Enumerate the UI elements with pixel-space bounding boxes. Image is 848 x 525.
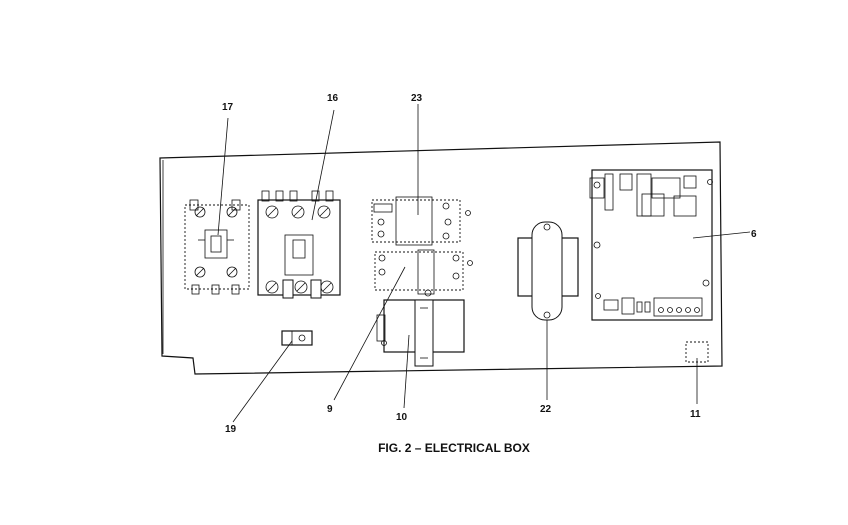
callout-10: 10	[396, 412, 408, 423]
callout-11: 11	[690, 409, 701, 420]
callout-19: 19	[225, 424, 237, 435]
callout-16: 16	[327, 93, 339, 104]
control-board-6	[589, 169, 713, 321]
terminal-19	[281, 330, 313, 346]
figure-caption: FIG. 2 – ELECTRICAL BOX	[378, 441, 530, 455]
panel-outline	[159, 141, 723, 375]
contactor-17	[184, 199, 250, 295]
callout-22: 22	[540, 404, 552, 415]
callout-labels: 17 16 23 6 19 9 10 22 11	[222, 93, 757, 435]
transformer-10	[376, 299, 465, 367]
callout-9: 9	[327, 404, 333, 415]
callout-17: 17	[222, 102, 234, 113]
capacitor-22	[517, 221, 579, 321]
relay-23	[371, 196, 471, 246]
relay-9	[374, 249, 473, 297]
callout-23: 23	[411, 93, 423, 104]
leader-lines	[217, 104, 751, 423]
callout-6: 6	[751, 229, 757, 240]
contactor-16	[257, 190, 341, 299]
